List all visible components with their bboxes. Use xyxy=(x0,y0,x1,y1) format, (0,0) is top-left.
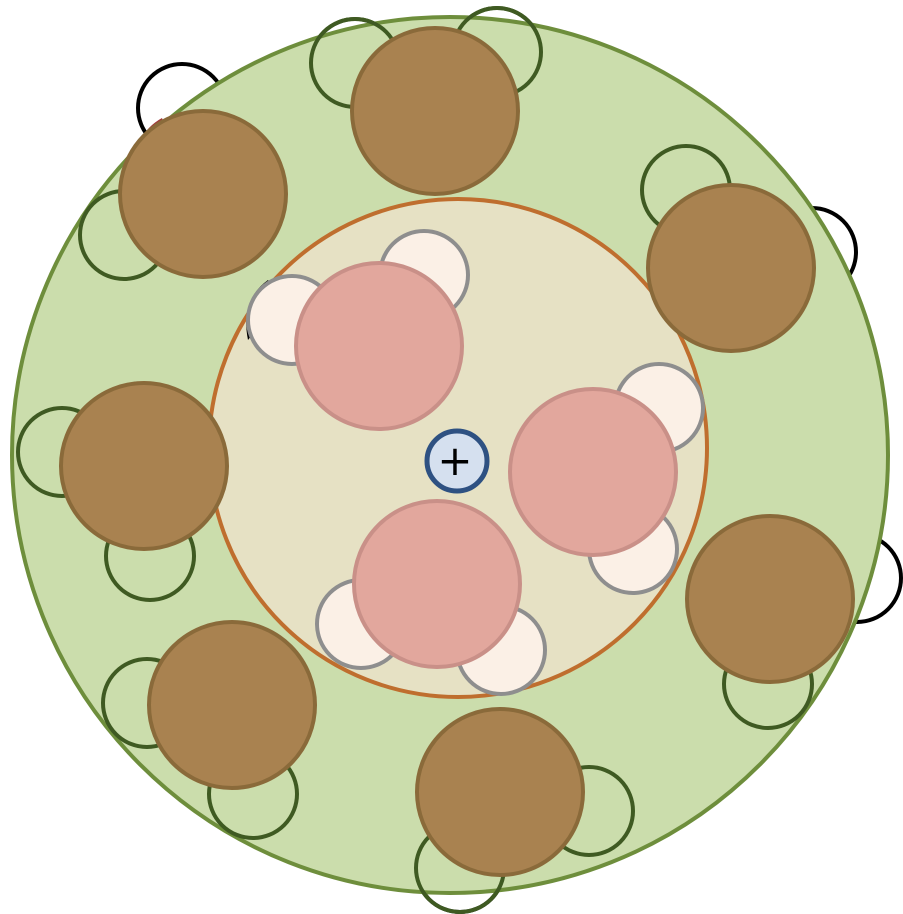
central-cation: + xyxy=(427,431,487,491)
outer-oxygen xyxy=(417,709,583,875)
outer-oxygen xyxy=(352,28,518,194)
inner-oxygen xyxy=(354,501,520,667)
cation-charge-label: + xyxy=(437,436,472,485)
outer-oxygen xyxy=(149,622,315,788)
outer-oxygen xyxy=(61,383,227,549)
outer-oxygen xyxy=(120,111,286,277)
inner-oxygen xyxy=(510,389,676,555)
outer-oxygen xyxy=(687,516,853,682)
outer-oxygen xyxy=(648,185,814,351)
inner-oxygen xyxy=(296,263,462,429)
